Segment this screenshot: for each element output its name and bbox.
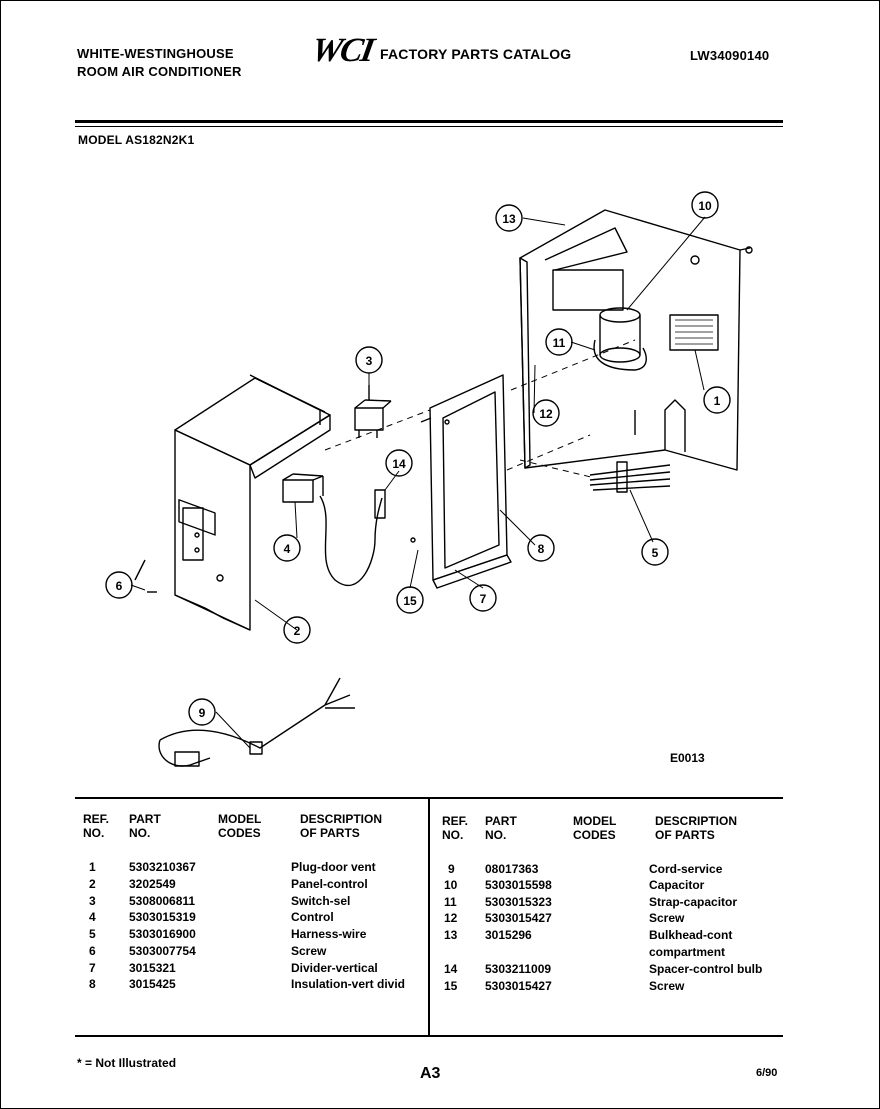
- capacitor-part: [593, 307, 647, 371]
- header-description-right: DESCRIPTION OF PARTS: [655, 814, 738, 842]
- harness-wire-part: [589, 461, 671, 493]
- parts-table: REF. NO. PART NO. MODEL CODES DESCRIPTIO…: [83, 812, 763, 993]
- callout-7: 7: [480, 592, 487, 606]
- callout-5: 5: [652, 546, 659, 560]
- thermostat-control-part: [282, 473, 386, 587]
- selector-switch-part: [354, 385, 392, 438]
- callout-circles: [105, 191, 731, 726]
- brand-line-1: WHITE-WESTINGHOUSE: [77, 46, 234, 61]
- header-rule-thin: [75, 126, 783, 127]
- header-ref-no-right: REF. NO.: [442, 814, 469, 842]
- header-ref-no-left: REF. NO.: [83, 812, 110, 840]
- exploded-parts-diagram: 1 2 3 4 5 6 7 8 9 10 11 12 13 14 15 E001…: [105, 191, 753, 767]
- page-number: A3: [420, 1065, 441, 1082]
- header-part-no-left: PART NO.: [129, 812, 161, 840]
- callout-9: 9: [199, 706, 206, 720]
- model-label: MODEL AS182N2K1: [78, 133, 195, 147]
- table-rule-bottom: [75, 1035, 783, 1037]
- diagram-code: E0013: [670, 751, 705, 765]
- callout-6: 6: [116, 579, 123, 593]
- table-divider-vertical: [428, 799, 430, 1035]
- callout-13: 13: [502, 212, 516, 226]
- screw-part: [134, 559, 157, 593]
- revision-date: 6/90: [756, 1067, 778, 1079]
- control-panel-part: [174, 374, 331, 631]
- header-description-left: DESCRIPTION OF PARTS: [300, 812, 383, 840]
- catalog-title: FACTORY PARTS CATALOG: [380, 46, 572, 62]
- callout-8: 8: [538, 542, 545, 556]
- callout-14: 14: [392, 457, 406, 471]
- service-cord-part: [158, 677, 355, 767]
- callout-3: 3: [366, 354, 373, 368]
- table-rule-top: [75, 797, 783, 799]
- bulkhead-compartment-part: [519, 209, 753, 471]
- header-part-no-right: PART NO.: [485, 814, 517, 842]
- callout-12: 12: [539, 407, 553, 421]
- callout-1: 1: [714, 394, 721, 408]
- divider-vertical-part: [410, 374, 512, 589]
- header-model-codes-right: MODEL CODES: [573, 814, 617, 842]
- header-model-codes-left: MODEL CODES: [218, 812, 262, 840]
- not-illustrated-note: * = Not Illustrated: [77, 1056, 177, 1070]
- wci-logo: WCI: [308, 32, 376, 69]
- brand-line-2: ROOM AIR CONDITIONER: [77, 64, 242, 79]
- callout-2: 2: [294, 624, 301, 638]
- callout-10: 10: [698, 199, 712, 213]
- header-rule-thick: [75, 120, 783, 123]
- callout-4: 4: [284, 542, 291, 556]
- callout-11: 11: [553, 336, 566, 350]
- callout-15: 15: [403, 594, 417, 608]
- catalog-number: LW34090140: [690, 48, 770, 63]
